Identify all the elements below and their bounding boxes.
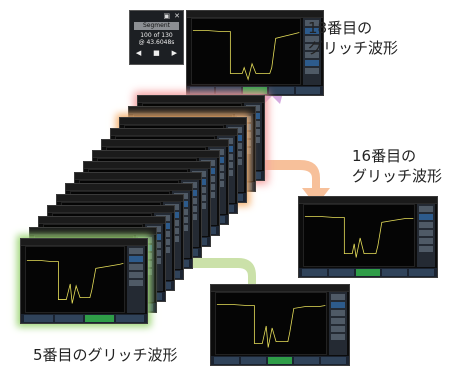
next-icon[interactable]: ▶ [171,49,178,57]
segment-count: 100 of 130 [140,32,173,39]
scope-segment-16 [298,196,438,278]
label-glitch-16: 16番目の グリッチ波形 [352,147,443,185]
segment-time: @ 43.6048s [138,39,175,46]
prev-icon[interactable]: ◀ [135,49,142,57]
label-glitch-18: 18番目の グリッチ波形 [308,19,399,57]
stacked-segment-frame [20,238,148,324]
scope-segment-18 [186,10,324,96]
stop-icon[interactable]: ■ [153,49,160,57]
label-glitch-5: 5番目のグリッチ波形 [33,346,178,364]
segment-button[interactable]: Segment [134,22,179,30]
segment-navigator-panel: ▣ ✕ Segment 100 of 130 @ 43.6048s ◀ ■ ▶ [129,10,184,65]
save-icon[interactable]: ▣ [163,11,171,20]
scope-segment-5 [210,284,350,366]
close-icon[interactable]: ✕ [174,11,180,20]
arrow-orange [262,160,330,206]
